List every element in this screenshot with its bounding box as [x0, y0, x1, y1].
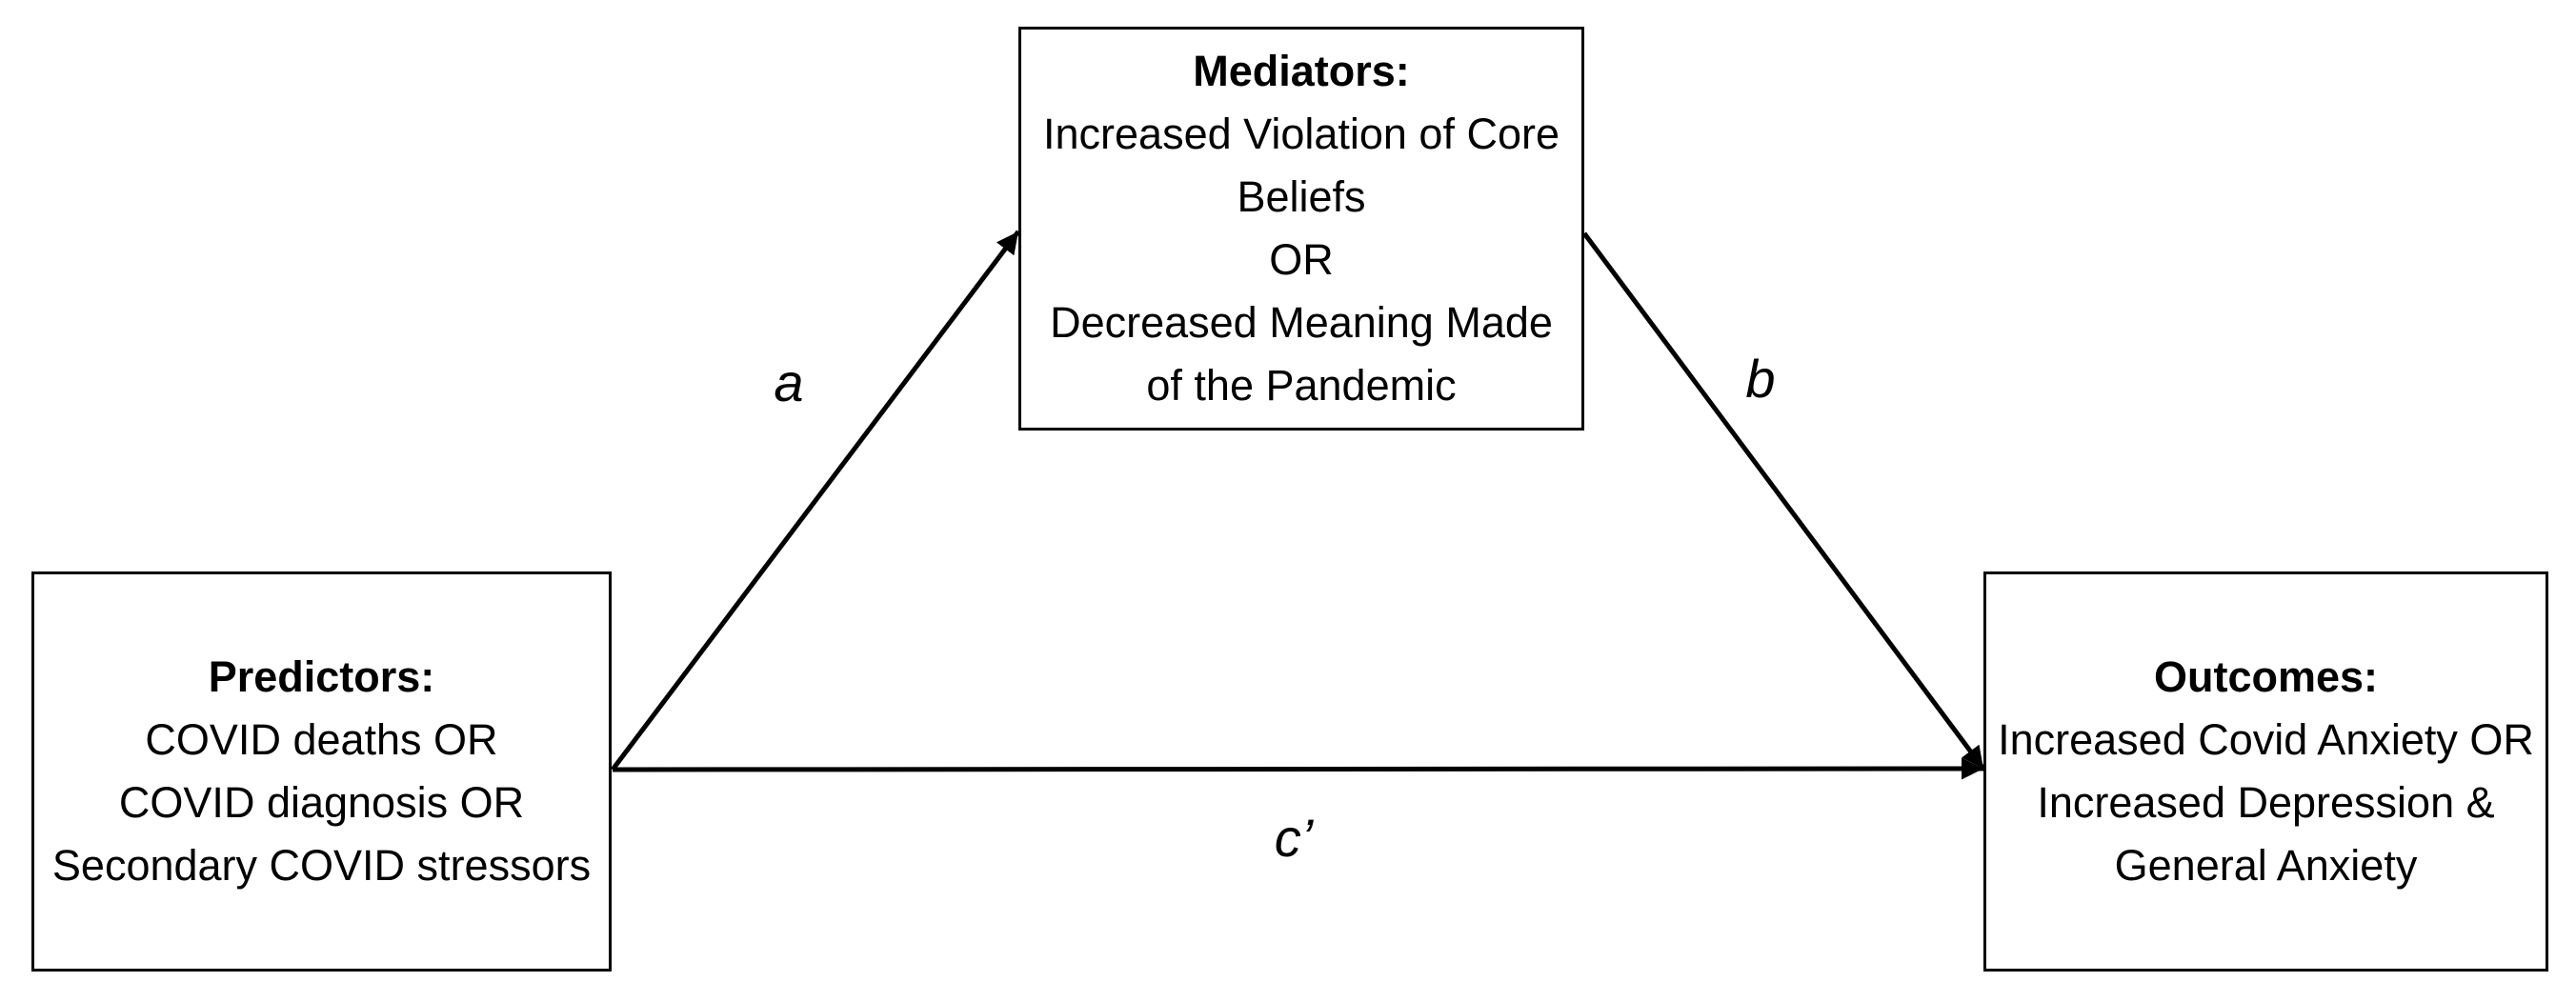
- arrow-b: [1581, 231, 1986, 771]
- arrow-a: [611, 230, 1020, 772]
- arrow-c-prime: [612, 757, 1984, 780]
- predictors-title: Predictors:: [208, 652, 435, 701]
- mediators-line: of the Pandemic: [1146, 361, 1457, 410]
- path-label-a: a: [774, 352, 804, 412]
- mediators-line: Decreased Meaning Made: [1050, 298, 1553, 347]
- mediators-title: Mediators:: [1193, 47, 1410, 95]
- outcomes-title: Outcomes:: [2153, 652, 2379, 701]
- outcomes-line: General Anxiety: [2114, 841, 2418, 890]
- mediators-line: OR: [1269, 235, 1334, 284]
- mediators-line: Increased Violation of Core: [1043, 110, 1560, 158]
- path-label-c-prime: c’: [1274, 808, 1314, 868]
- predictors-line: COVID diagnosis OR: [118, 778, 525, 827]
- outcomes-line: Increased Depression &: [2037, 778, 2495, 827]
- outcomes-box: Outcomes: Increased Covid Anxiety OR Inc…: [1983, 571, 2548, 972]
- predictors-line: Secondary COVID stressors: [51, 841, 592, 890]
- predictors-line: COVID deaths OR: [145, 715, 498, 764]
- mediators-box: Mediators: Increased Violation of Core B…: [1018, 27, 1584, 431]
- mediators-line: Beliefs: [1237, 172, 1366, 221]
- path-label-b: b: [1745, 349, 1776, 409]
- predictors-box: Predictors: COVID deaths OR COVID diagno…: [31, 571, 612, 972]
- outcomes-line: Increased Covid Anxiety OR: [1998, 715, 2534, 764]
